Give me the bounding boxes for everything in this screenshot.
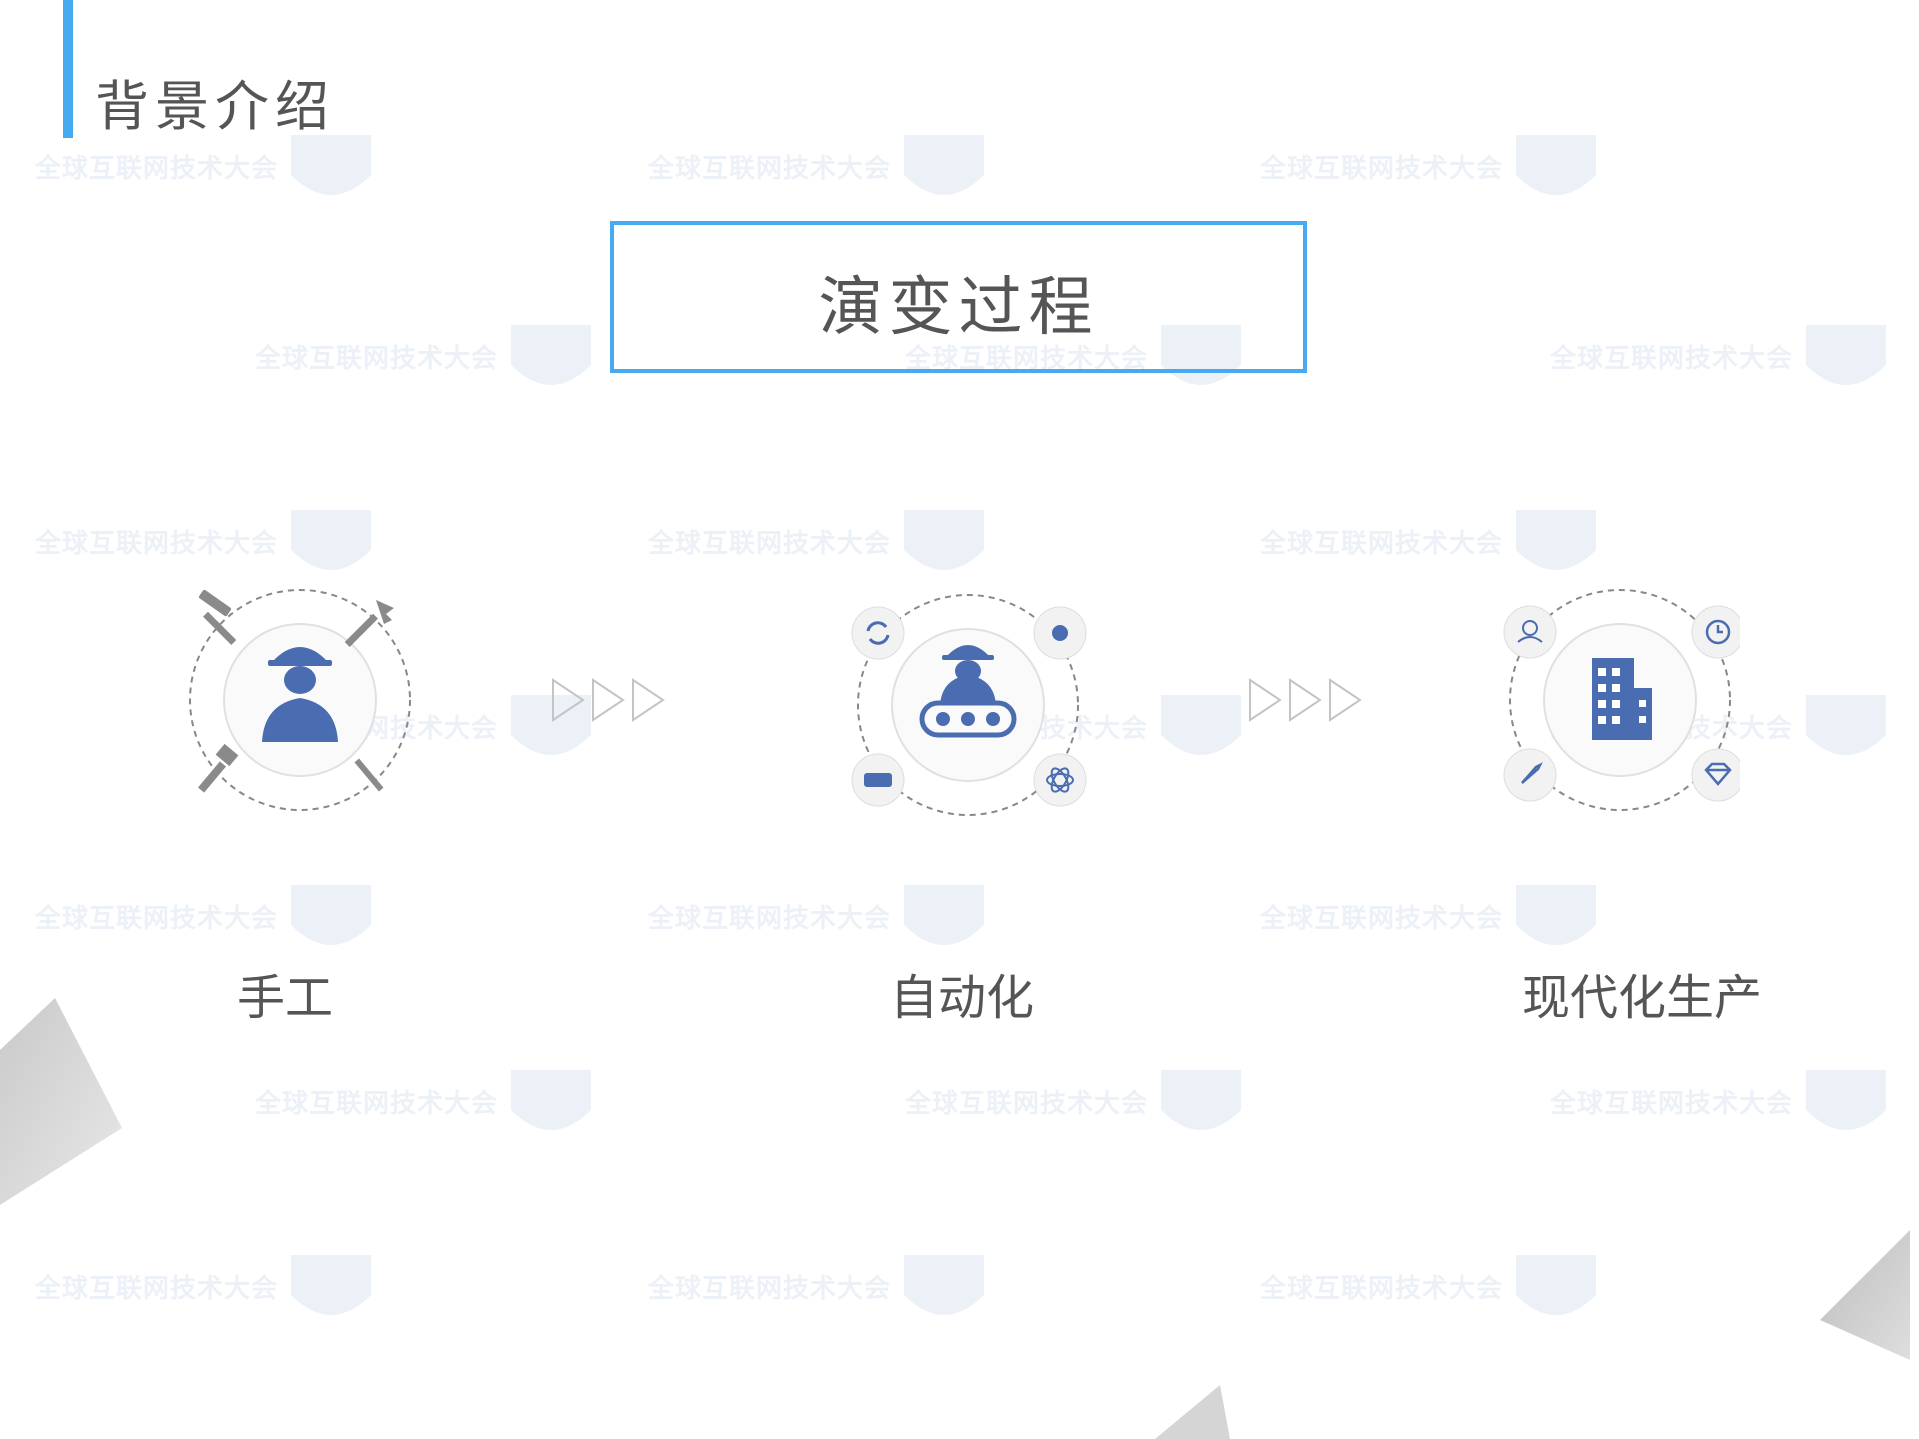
watermark-text: 全球互联网技术大会: [648, 1273, 892, 1304]
watermark: 全球互联网技术大会: [35, 880, 376, 952]
watermark-logo-icon: [1161, 1070, 1242, 1130]
worker-tools-icon: [189, 589, 411, 811]
watermark: 全球互联网技术大会: [648, 1250, 989, 1322]
watermark-text: 全球互联网技术大会: [1550, 343, 1794, 374]
watermark-text: 全球互联网技术大会: [648, 528, 892, 559]
watermark-text: 全球互联网技术大会: [35, 1273, 279, 1304]
building-icon: [1503, 589, 1740, 811]
watermark: 全球互联网技术大会: [1260, 1250, 1601, 1322]
page-title: 背景介绍: [95, 75, 335, 138]
stage-label-automation: 自动化: [889, 970, 1034, 1026]
watermark-text: 全球互联网技术大会: [35, 528, 279, 559]
watermark-text: 全球互联网技术大会: [35, 153, 279, 184]
watermark-text: 全球互联网技术大会: [648, 153, 892, 184]
watermark-text: 全球互联网技术大会: [1550, 1088, 1794, 1119]
watermark: 全球互联网技术大会: [1260, 880, 1601, 952]
watermark: 全球互联网技术大会: [905, 1065, 1246, 1137]
watermark-text: 全球互联网技术大会: [1260, 153, 1504, 184]
arrows-icon-1: [552, 678, 665, 722]
watermark-logo-icon: [511, 1070, 592, 1130]
watermark-logo-icon: [1516, 885, 1597, 945]
watermark: 全球互联网技术大会: [1550, 320, 1891, 392]
shard-left-decoration: [0, 998, 122, 1205]
watermark: 全球互联网技术大会: [35, 505, 376, 577]
watermark-logo-icon: [904, 885, 985, 945]
watermark-logo-icon: [1806, 325, 1887, 385]
watermark-text: 全球互联网技术大会: [648, 903, 892, 934]
watermark-text: 全球互联网技术大会: [905, 1088, 1149, 1119]
stage-label-modern: 现代化生产: [1521, 970, 1762, 1026]
watermark: 全球互联网技术大会: [1550, 1065, 1891, 1137]
watermark-text: 全球互联网技术大会: [255, 343, 499, 374]
watermark-logo-icon: [904, 1255, 985, 1315]
watermark: 全球互联网技术大会: [255, 320, 596, 392]
watermark-text: 全球互联网技术大会: [255, 1088, 499, 1119]
watermark-logo-icon: [291, 510, 372, 570]
watermark: 全球互联网技术大会: [35, 1250, 376, 1322]
watermark-text: 全球互联网技术大会: [1260, 903, 1504, 934]
watermark: 全球互联网技术大会: [648, 130, 989, 202]
title-accent-bar: [63, 0, 73, 138]
watermark-logo-icon: [291, 885, 372, 945]
arrows-icon-2: [1249, 678, 1362, 722]
watermark-logo-icon: [1161, 695, 1242, 755]
watermark-logo-icon: [1806, 695, 1887, 755]
watermark-logo-icon: [904, 510, 985, 570]
watermark-logo-icon: [904, 135, 985, 195]
watermark: 全球互联网技术大会: [1260, 505, 1601, 577]
watermark-logo-icon: [1516, 510, 1597, 570]
section-title-box: 演变过程: [610, 221, 1307, 373]
watermark-text: 全球互联网技术大会: [1260, 1273, 1504, 1304]
watermark: 全球互联网技术大会: [648, 880, 989, 952]
watermark-logo-icon: [1516, 1255, 1597, 1315]
watermark-logo-icon: [1806, 1070, 1887, 1130]
watermark-text: 全球互联网技术大会: [1260, 528, 1504, 559]
watermark: 全球互联网技术大会: [1260, 130, 1601, 202]
watermark: 全球互联网技术大会: [648, 505, 989, 577]
automation-worker-icon: [851, 594, 1087, 816]
watermark-text: 全球互联网技术大会: [35, 903, 279, 934]
watermark-logo-icon: [291, 1255, 372, 1315]
watermark-logo-icon: [511, 325, 592, 385]
watermark-logo-icon: [1516, 135, 1597, 195]
shard-right-decoration: [1820, 1230, 1910, 1360]
shard-bottom-decoration: [1155, 1385, 1230, 1439]
stage-label-manual: 手工: [236, 970, 333, 1026]
watermark: 全球互联网技术大会: [255, 1065, 596, 1137]
section-title: 演变过程: [818, 271, 1099, 345]
